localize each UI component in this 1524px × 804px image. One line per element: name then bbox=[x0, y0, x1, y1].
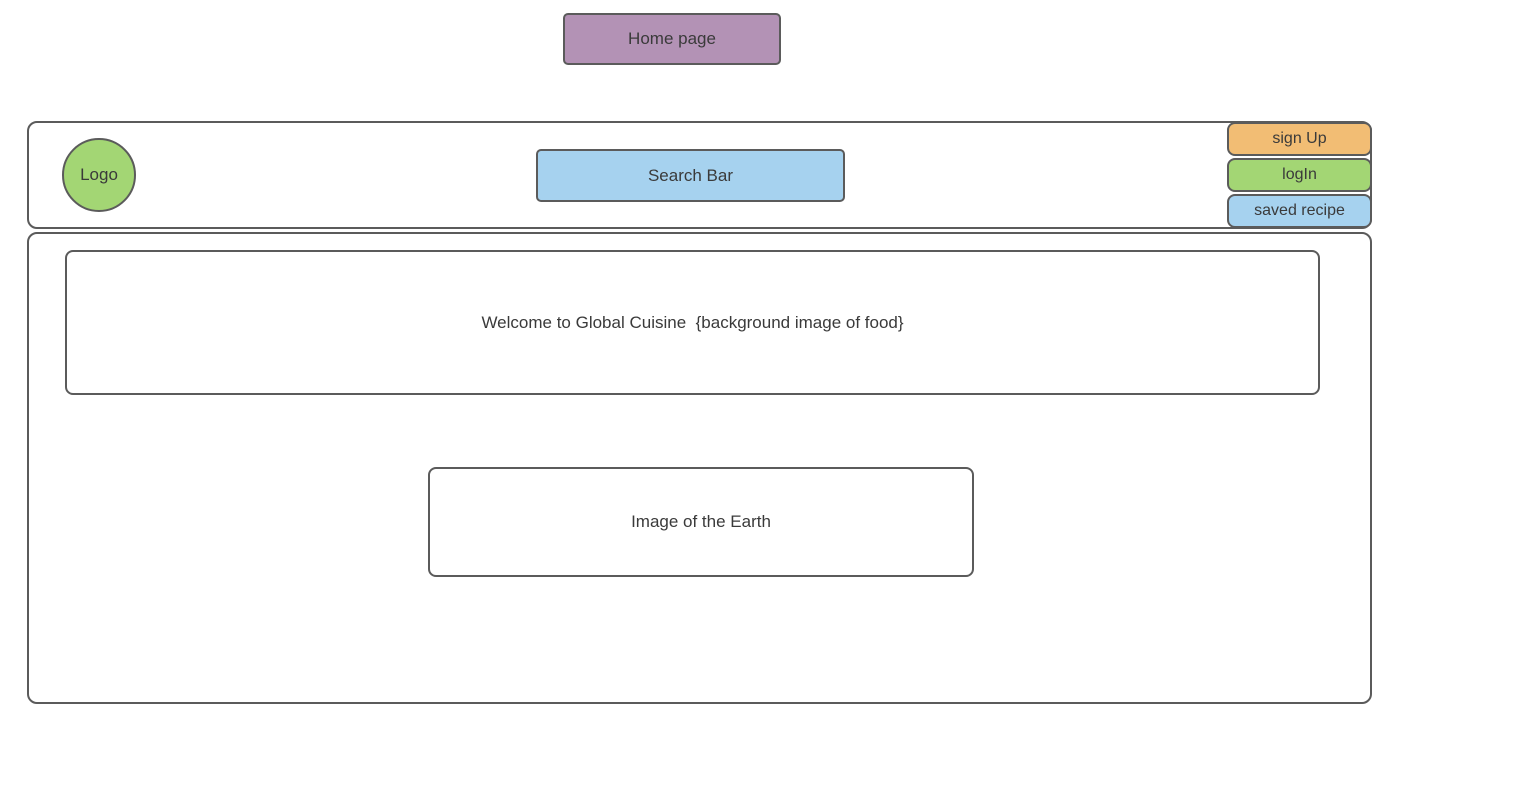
earth-image-placeholder: Image of the Earth bbox=[428, 467, 974, 577]
search-bar[interactable]: Search Bar bbox=[536, 149, 845, 202]
page-title: Home page bbox=[563, 13, 781, 65]
main-content: Welcome to Global Cuisine {background im… bbox=[27, 232, 1372, 704]
logo[interactable]: Logo bbox=[62, 138, 136, 212]
hero-banner: Welcome to Global Cuisine {background im… bbox=[65, 250, 1320, 395]
header-nav-buttons: sign Up logIn saved recipe bbox=[1227, 122, 1372, 228]
sign-up-button[interactable]: sign Up bbox=[1227, 122, 1372, 156]
saved-recipe-button[interactable]: saved recipe bbox=[1227, 194, 1372, 228]
log-in-button[interactable]: logIn bbox=[1227, 158, 1372, 192]
